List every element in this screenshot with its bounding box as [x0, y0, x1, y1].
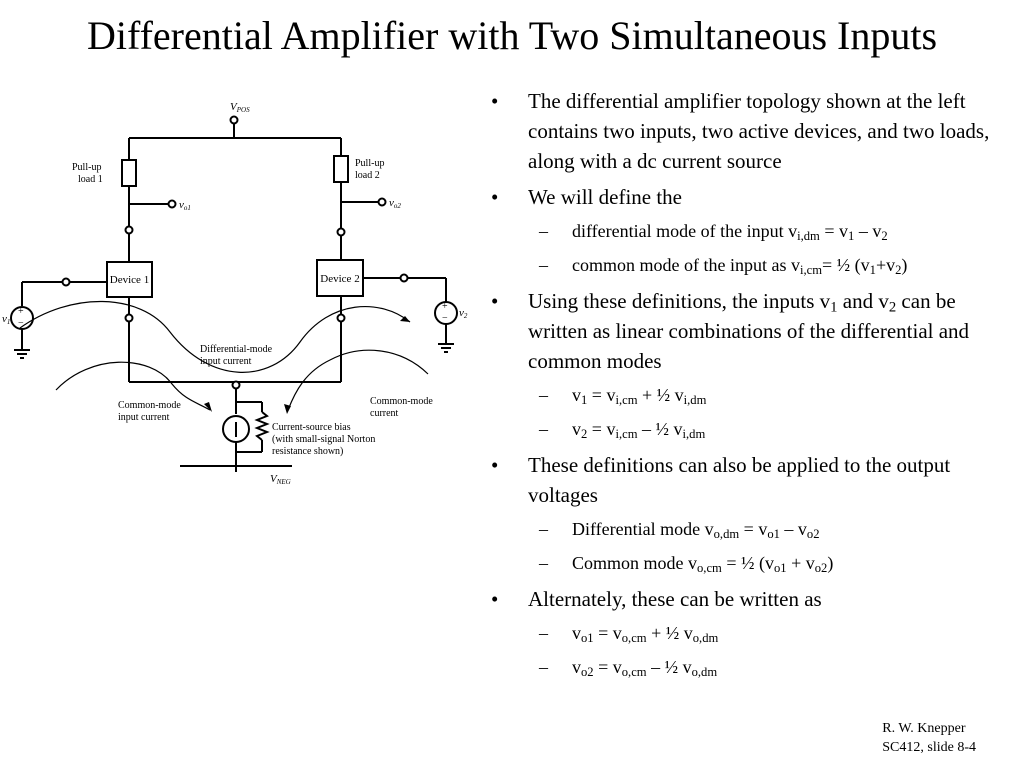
pull-up-load1-label: Pull-up — [72, 162, 101, 173]
common-mode-left-label: Common-mode — [118, 400, 181, 411]
sub-bullet-vo2: – vo2 = vo,cm – ½ vo,dm — [486, 654, 1016, 680]
slide-title: Differential Amplifier with Two Simultan… — [86, 13, 938, 58]
common-mode-left-label-line2: input current — [118, 412, 170, 423]
sub-bullet-v2: – v2 = vi,cm – ½ vi,dm — [486, 416, 1016, 442]
v1-label: v1 — [2, 313, 10, 326]
device2-label: Device 2 — [320, 273, 359, 285]
vneg-label: VNEG — [270, 473, 291, 486]
vpos-label: VPOS — [230, 101, 250, 114]
vo1-label: vo1 — [179, 199, 191, 212]
slide-footer: R. W. Knepper SC412, slide 8-4 — [882, 719, 976, 757]
sub-bullet-output-differential: – Differential mode vo,dm = vo1 – vo2 — [486, 516, 1016, 542]
bullet-define: • We will define the — [486, 182, 1016, 212]
common-mode-right-label: Common-mode — [370, 396, 433, 407]
pull-up-load2-label: Pull-up — [355, 158, 384, 169]
current-source-label-line3: resistance shown) — [272, 446, 343, 457]
dash-marker: – — [539, 553, 548, 573]
dash-marker: – — [539, 221, 548, 241]
sub-bullet-differential-mode: – differential mode of the input vi,dm =… — [486, 218, 1016, 244]
dash-marker: – — [539, 255, 548, 275]
bullet-marker: • — [491, 185, 499, 209]
dash-marker: – — [539, 657, 548, 677]
dash-marker: – — [539, 419, 548, 439]
device1-label: Device 1 — [110, 274, 149, 286]
sub-bullet-output-common: – Common mode vo,cm = ½ (vo1 + vo2) — [486, 550, 1016, 576]
dash-marker: – — [539, 519, 548, 539]
differential-mode-label-line2: input current — [200, 356, 252, 367]
bullet-marker: • — [491, 587, 499, 611]
bullet-list: • The differential amplifier topology sh… — [486, 86, 1016, 688]
differential-amplifier-schematic: VPOS Pull-up load 1 Pull-up load 2 vo1 v… — [2, 101, 468, 486]
bullet-output-voltages: • These definitions can also be applied … — [486, 450, 1016, 510]
bullet-alternately: • Alternately, these can be written as — [486, 584, 1016, 614]
bullet-marker: • — [491, 289, 499, 313]
footer-author: R. W. Knepper — [882, 721, 966, 736]
sub-bullet-vo1: – vo1 = vo,cm + ½ vo,dm — [486, 620, 1016, 646]
sub-bullet-v1: – v1 = vi,cm + ½ vi,dm — [486, 382, 1016, 408]
v2-plus: + — [442, 301, 448, 312]
dash-marker: – — [539, 623, 548, 643]
sub-bullet-common-mode: – common mode of the input as vi,cm= ½ (… — [486, 252, 1016, 278]
bullet-topology: • The differential amplifier topology sh… — [486, 86, 1016, 176]
vo2-label: vo2 — [389, 197, 401, 210]
pull-up-load2-label-line2: load 2 — [355, 170, 380, 181]
v2-label: v2 — [459, 307, 468, 320]
current-source-label-line2: (with small-signal Norton — [272, 434, 375, 445]
v1-plus: + — [18, 306, 24, 317]
v1-minus: − — [18, 318, 24, 329]
footer-slide-number: SC412, slide 8-4 — [882, 740, 976, 755]
current-source-label: Current-source bias — [272, 422, 351, 433]
bullet-linear-combinations: • Using these definitions, the inputs v1… — [486, 286, 1016, 376]
dash-marker: – — [539, 385, 548, 405]
common-mode-right-label-line2: current — [370, 408, 399, 419]
v2-minus: − — [442, 313, 448, 324]
differential-mode-label: Differential-mode — [200, 344, 273, 355]
bullet-marker: • — [491, 453, 499, 477]
pull-up-load1-label-line2: load 1 — [78, 174, 103, 185]
bullet-marker: • — [491, 89, 499, 113]
